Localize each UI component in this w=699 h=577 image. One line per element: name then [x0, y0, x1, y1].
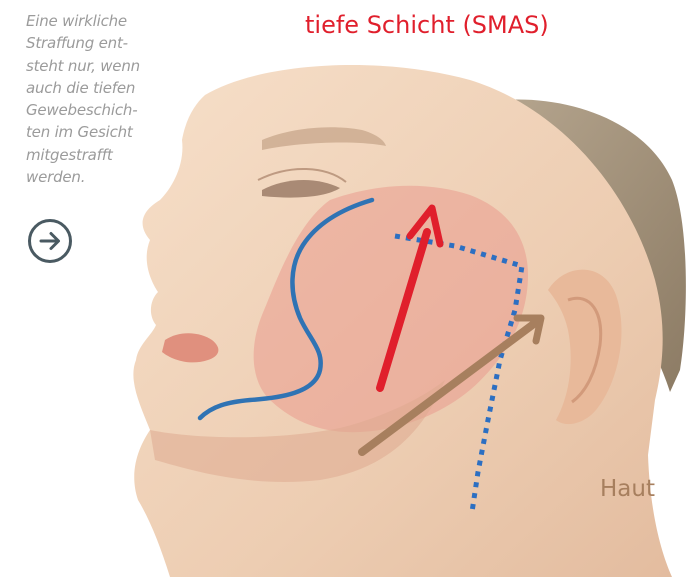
- explanation-line: Eine wirkliche: [26, 10, 166, 32]
- explanation-line: ten im Gesicht: [26, 121, 166, 143]
- explanation-text: Eine wirkliche Straffung ent- steht nur,…: [26, 10, 166, 188]
- next-button[interactable]: [28, 219, 72, 263]
- deep-layer-label: tiefe Schicht (SMAS): [305, 11, 549, 39]
- explanation-line: Straffung ent-: [26, 32, 166, 54]
- arrow-right-circle-icon: [31, 222, 69, 260]
- explanation-line: Gewebeschich-: [26, 99, 166, 121]
- explanation-line: steht nur, wenn: [26, 55, 166, 77]
- explanation-line: mitgestrafft: [26, 144, 166, 166]
- skin-label: Haut: [600, 476, 655, 502]
- explanation-line: auch die tiefen: [26, 77, 166, 99]
- explanation-line: werden.: [26, 166, 166, 188]
